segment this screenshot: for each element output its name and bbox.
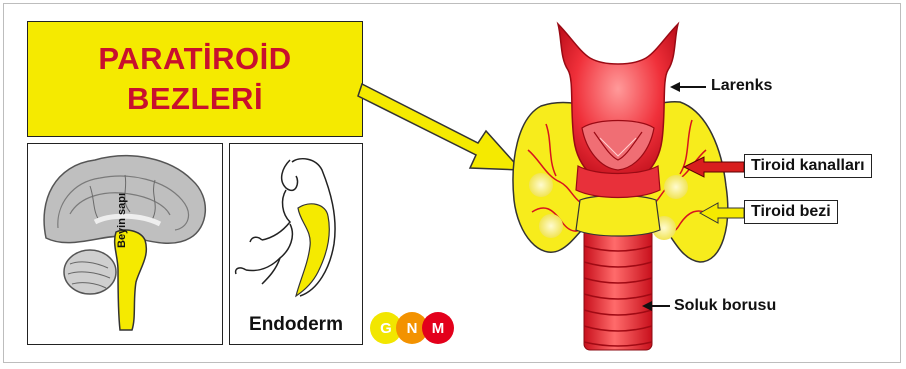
thyroid-isthmus xyxy=(576,196,660,237)
trachea-label: Soluk borusu xyxy=(674,297,776,315)
parathyroid-nodule xyxy=(529,173,553,197)
endoderm-highlight xyxy=(296,204,329,296)
gnm-logo: G N M xyxy=(370,312,466,344)
thyroid-ducts-label: Tiroid kanalları xyxy=(744,154,872,178)
parathyroid-nodule xyxy=(664,175,688,199)
trachea xyxy=(584,228,652,350)
brainstem-label: Beyin sapı xyxy=(116,193,128,248)
parathyroid-nodule xyxy=(539,214,563,238)
thyroid-gland-label: Tiroid bezi xyxy=(744,200,838,224)
larynx-label: Larenks xyxy=(711,77,772,95)
logo-letter-m: M xyxy=(422,312,454,344)
title-pointer-arrow xyxy=(358,84,521,170)
